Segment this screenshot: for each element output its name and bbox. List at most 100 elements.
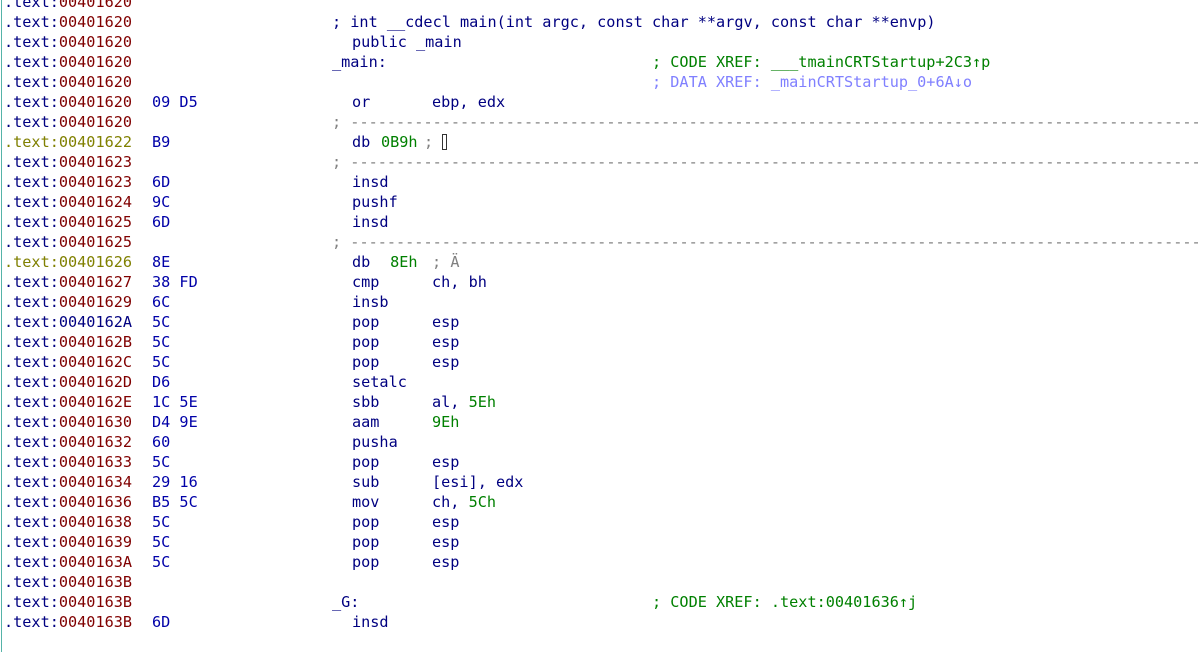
row-address[interactable]: .text:00401622 [4, 132, 132, 152]
instruction-mnemonic[interactable]: mov [352, 493, 380, 511]
row-address[interactable]: .text:0040163B [4, 572, 132, 592]
listing-row[interactable]: .text:00401620 [0, 0, 1178, 12]
row-address[interactable]: .text:00401625 [4, 212, 132, 232]
listing-row[interactable]: .text:00401620; DATA XREF: _mainCRTStart… [0, 72, 1178, 92]
instruction-operands[interactable]: esp [432, 512, 459, 532]
instruction-mnemonic[interactable]: pop [352, 313, 380, 331]
listing-row[interactable]: .text:00401623; ------------------------… [0, 152, 1201, 172]
code-xref-main[interactable]: ; CODE XREF: ___tmainCRTStartup+2C3↑p [652, 53, 991, 71]
instruction-mnemonic[interactable]: sbb [352, 393, 380, 411]
label-g[interactable]: _G: [332, 593, 360, 611]
row-address[interactable]: .text:00401623 [4, 152, 132, 172]
instruction-mnemonic[interactable]: pop [352, 353, 380, 371]
db-value[interactable]: 0B9h [381, 133, 418, 151]
row-address[interactable]: .text:0040162C [4, 352, 132, 372]
data-xref-main[interactable]: ; DATA XREF: _mainCRTStartup_0+6A↓o [652, 73, 973, 91]
row-address[interactable]: .text:0040162A [4, 312, 132, 332]
instruction-operands[interactable]: esp [432, 352, 459, 372]
instruction-operands[interactable]: esp [432, 552, 459, 572]
instruction-operands[interactable]: esp [432, 452, 459, 472]
row-address[interactable]: .text:00401620 [4, 92, 132, 112]
row-address[interactable]: .text:00401620 [4, 0, 132, 12]
row-address[interactable]: .text:00401624 [4, 192, 132, 212]
db-directive[interactable]: db [352, 253, 371, 271]
listing-row[interactable]: .text:0040163B [0, 572, 1178, 592]
row-address[interactable]: .text:0040162E [4, 392, 132, 412]
row-address[interactable]: .text:0040162B [4, 332, 132, 352]
listing-row[interactable]: .text:00401620; int __cdecl main(int arg… [0, 12, 1178, 32]
instruction-mnemonic[interactable]: pop [352, 333, 380, 351]
instruction-mnemonic[interactable]: pop [352, 453, 380, 471]
instruction-operands[interactable]: ebp, edx [432, 92, 505, 112]
instruction-mnemonic[interactable]: insd [352, 213, 389, 231]
instruction-mnemonic[interactable]: pop [352, 533, 380, 551]
row-address[interactable]: .text:00401620 [4, 32, 132, 52]
row-address[interactable]: .text:00401620 [4, 12, 132, 32]
instruction-mnemonic[interactable]: setalc [352, 373, 407, 391]
listing-row[interactable]: .text:00401620 _main: ; CODE XREF: ___tmai… [0, 52, 1178, 72]
code-xref-g[interactable]: ; CODE XREF: .text:00401636↑j [652, 593, 918, 611]
label-main[interactable]: _main: [332, 53, 387, 71]
listing-row[interactable]: .text:00401625; ------------------------… [0, 232, 1201, 252]
instruction-mnemonic[interactable]: pushf [352, 193, 398, 211]
instruction-operands[interactable]: ch, 5Ch [432, 492, 496, 512]
row-address[interactable]: .text:00401629 [4, 292, 132, 312]
row-address[interactable]: .text:00401633 [4, 452, 132, 472]
instruction-mnemonic[interactable]: pusha [352, 433, 398, 451]
row-address[interactable]: .text:0040162D [4, 372, 132, 392]
row-address[interactable]: .text:00401636 [4, 492, 132, 512]
row-address[interactable]: .text:00401620 [4, 52, 132, 72]
instruction-mnemonic[interactable]: cmp [352, 273, 380, 291]
row-address[interactable]: .text:00401627 [4, 272, 132, 292]
db-directive[interactable]: db [352, 133, 371, 151]
row-address[interactable]: .text:00401626 [4, 252, 132, 272]
instruction-operands[interactable]: ch, bh [432, 272, 487, 292]
row-address[interactable]: .text:00401625 [4, 232, 132, 252]
instruction-operands[interactable]: al, 5Eh [432, 392, 496, 412]
instruction-mnemonic[interactable]: insd [352, 613, 389, 631]
instruction-mnemonic[interactable]: aam [352, 413, 380, 431]
instruction-mnemonic[interactable]: sub [352, 473, 380, 491]
row-address[interactable]: .text:00401623 [4, 172, 132, 192]
db-value[interactable]: 8Eh [381, 253, 418, 271]
instruction-operands[interactable]: esp [432, 312, 459, 332]
row-address[interactable]: .text:00401620 [4, 112, 132, 132]
instruction-operands[interactable]: 9Eh [432, 412, 459, 432]
listing-row[interactable]: .text:0040163B _G: ; CODE XREF: .text:0040… [0, 592, 1178, 612]
row-address[interactable]: .text:0040163A [4, 552, 132, 572]
instruction-mnemonic[interactable]: pop [352, 513, 380, 531]
row-address[interactable]: .text:00401634 [4, 472, 132, 492]
row-address[interactable]: .text:00401639 [4, 532, 132, 552]
row-address[interactable]: .text:0040163B [4, 592, 132, 612]
instruction-operands[interactable]: esp [432, 332, 459, 352]
instruction-operands[interactable]: esp [432, 532, 459, 552]
listing-row[interactable]: .text:00401620; ------------------------… [0, 112, 1201, 132]
row-address[interactable]: .text:00401638 [4, 512, 132, 532]
row-address[interactable]: .text:0040163B [4, 612, 132, 632]
instruction-mnemonic[interactable]: insd [352, 173, 389, 191]
instruction-mnemonic[interactable]: pop [352, 553, 380, 571]
row-address[interactable]: .text:00401630 [4, 412, 132, 432]
